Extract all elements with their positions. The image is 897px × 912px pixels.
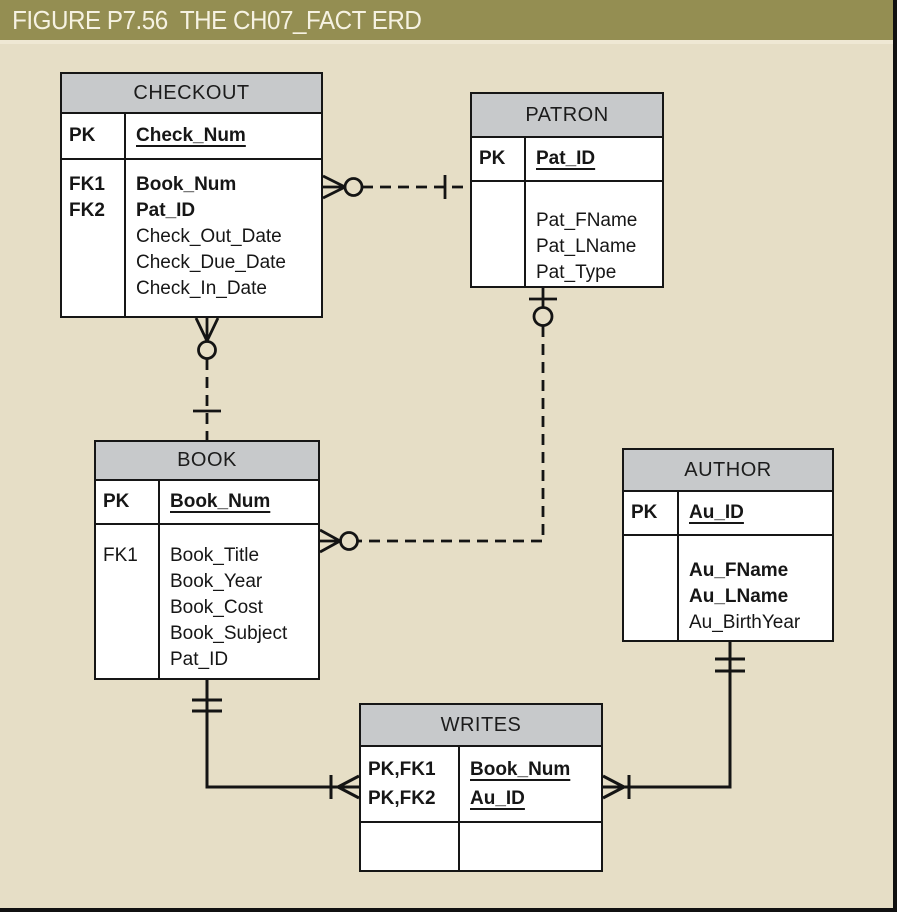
- entity-checkout-title: CHECKOUT: [62, 74, 321, 114]
- attribute: Pat_FName: [536, 210, 638, 231]
- entity-patron-title: PATRON: [472, 94, 662, 138]
- attribute: Pat_ID: [136, 200, 196, 221]
- pk-key-label: PK,FK2: [368, 788, 436, 809]
- pk-attribute: Au_ID: [689, 502, 744, 523]
- pk-key-label: PK: [96, 481, 160, 523]
- crows-foot-many-icon: [602, 774, 625, 800]
- attribute: Book_Subject: [170, 623, 288, 644]
- entity-author-title: AUTHOR: [624, 450, 832, 492]
- entity-patron: PATRON PK Pat_ID Pat_FName Pat_LName Pat…: [470, 92, 664, 288]
- pk-attribute: Book_Num: [170, 491, 271, 512]
- entity-writes-pk-rows: PK,FK1 PK,FK2 Book_Num Au_ID: [361, 747, 601, 823]
- entity-checkout-pk-row: PK Check_Num: [62, 114, 321, 160]
- entity-writes: WRITES PK,FK1 PK,FK2 Book_Num Au_ID: [359, 703, 603, 872]
- crows-foot-many-icon: [194, 317, 220, 342]
- attribute: Pat_ID: [170, 649, 229, 670]
- crows-foot-many-icon: [337, 774, 360, 800]
- relationship-line: [358, 326, 545, 543]
- attribute: Au_FName: [689, 560, 789, 581]
- title-bar-highlight-strip: [0, 40, 893, 44]
- relationship-author-writes: [602, 642, 745, 800]
- fk-key-label: FK1: [103, 545, 138, 566]
- entity-patron-attributes: Pat_FName Pat_LName Pat_Type: [472, 182, 662, 286]
- attribute: Book_Cost: [170, 597, 263, 618]
- attribute: Au_LName: [689, 586, 789, 607]
- attribute: Au_BirthYear: [689, 612, 801, 633]
- relationship-book-writes: [192, 680, 360, 800]
- entity-author-pk-row: PK Au_ID: [624, 492, 832, 536]
- fk-key-label: FK2: [69, 200, 105, 221]
- crows-foot-many-icon: [322, 174, 346, 200]
- relationship-line: [205, 680, 359, 789]
- attribute: Book_Year: [170, 571, 263, 592]
- pk-attribute: Au_ID: [470, 788, 525, 809]
- pk-attribute: Pat_ID: [536, 148, 596, 169]
- entity-writes-attributes: [361, 823, 601, 870]
- attribute: Check_In_Date: [136, 278, 267, 299]
- entity-book-attributes: FK1 Book_Title Book_Year Book_Cost Book_…: [96, 525, 318, 678]
- optional-circle-icon: [343, 177, 364, 197]
- relationship-line: [603, 642, 732, 789]
- entity-checkout: CHECKOUT PK Check_Num FK1 FK2 Book_Num P…: [60, 72, 323, 318]
- pk-key-label: PK: [62, 114, 126, 158]
- pk-key-label: PK: [472, 138, 526, 180]
- figure-title: FIGURE P7.56 THE CH07_FACT ERD: [12, 4, 422, 35]
- optional-circle-icon: [197, 340, 217, 360]
- entity-checkout-attributes: FK1 FK2 Book_Num Pat_ID Check_Out_Date C…: [62, 160, 321, 316]
- optional-circle-icon: [532, 306, 554, 327]
- attribute: Book_Title: [170, 545, 260, 566]
- entity-book: BOOK PK Book_Num FK1 Book_Title Book_Yea…: [94, 440, 320, 680]
- attribute: Check_Due_Date: [136, 252, 286, 273]
- relationship-book-checkout: [193, 317, 221, 440]
- attribute: Pat_LName: [536, 236, 637, 257]
- attribute: Book_Num: [136, 174, 237, 195]
- one-and-only-one-ticks-icon: [715, 657, 745, 673]
- fk-key-label: FK1: [69, 174, 105, 195]
- pk-attribute: Check_Num: [136, 125, 246, 146]
- relationship-patron-book: [319, 288, 557, 554]
- one-and-only-one-ticks-icon: [192, 698, 222, 713]
- optional-circle-icon: [339, 531, 359, 551]
- entity-author: AUTHOR PK Au_ID Au_FName Au_LName Au_Bir…: [622, 448, 834, 642]
- pk-attribute: Book_Num: [470, 759, 571, 780]
- attribute: Check_Out_Date: [136, 226, 282, 247]
- entity-author-attributes: Au_FName Au_LName Au_BirthYear: [624, 536, 832, 640]
- entity-patron-pk-row: PK Pat_ID: [472, 138, 662, 182]
- entity-writes-title: WRITES: [361, 705, 601, 747]
- figure-title-bar: FIGURE P7.56 THE CH07_FACT ERD: [0, 0, 893, 40]
- attribute: Pat_Type: [536, 262, 617, 283]
- pk-key-label: PK: [624, 492, 679, 534]
- entity-book-pk-row: PK Book_Num: [96, 481, 318, 525]
- pk-key-label: PK,FK1: [368, 759, 436, 780]
- entity-book-title: BOOK: [96, 442, 318, 481]
- crows-foot-many-icon: [319, 528, 341, 554]
- relationship-patron-checkout: [322, 174, 470, 200]
